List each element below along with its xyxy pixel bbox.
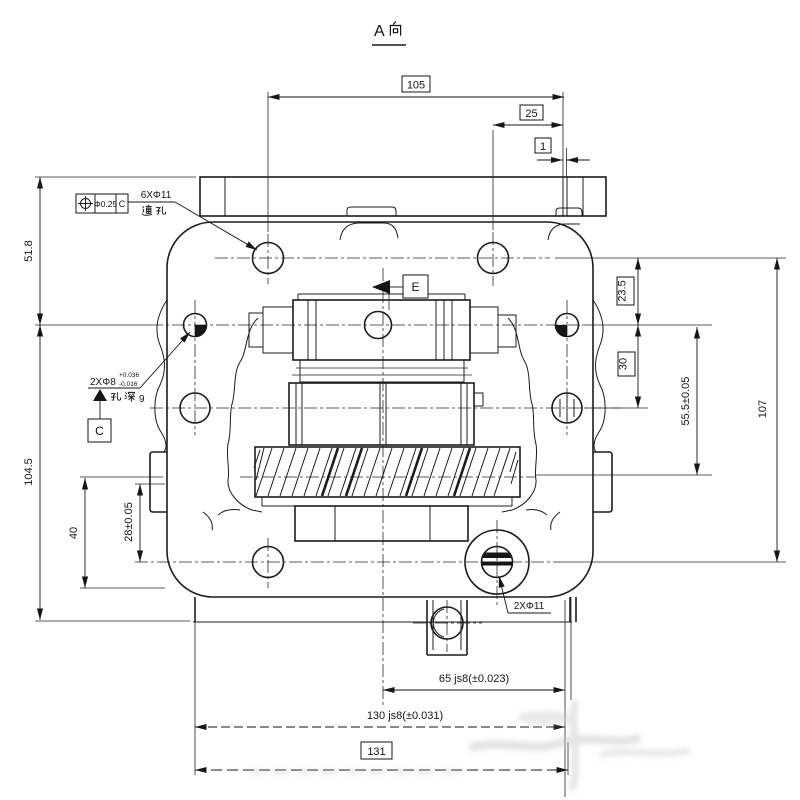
holes-6-label: 6XΦ11 (141, 190, 172, 201)
position-tolerance-value: Φ0.25 (94, 199, 118, 209)
view-title: A (372, 21, 406, 46)
datum-c-label: C (95, 424, 104, 438)
dim-65: 65 js8(±0.023) (439, 673, 509, 685)
cover-center-hole (363, 310, 393, 340)
large-hole-label: 2XΦ11 (514, 601, 545, 612)
basic-dim-box-23-5 (616, 276, 635, 306)
char-kong (155, 206, 167, 215)
dim-130: 130 js8(±0.031) (367, 710, 443, 722)
counterbore-bottom-right (464, 529, 530, 595)
housing-left-wall (226, 317, 263, 513)
position-tolerance-frame: Φ0.25 C 6XΦ11 (75, 190, 258, 251)
view-e-arrow-icon (372, 280, 390, 294)
annotations: Φ0.25 C 6XΦ11 2XΦ8 +0.036 -0.016 C 9 E (75, 190, 551, 614)
right-ear (593, 451, 613, 513)
watermark-smudge (250, 699, 691, 791)
dim-40: 40 (68, 527, 80, 539)
tab-hole (430, 606, 464, 640)
part-outline (149, 176, 613, 656)
view-e-indicator: E (372, 274, 429, 310)
dim-104-5: 104.5 (23, 458, 35, 486)
dim-23-5: 23.5 (617, 280, 629, 301)
datum-triangle (93, 389, 107, 401)
flange-plate (166, 221, 594, 598)
flange-right-contour (592, 299, 606, 453)
dimensions: 105 25 1 23.5 30 131 51.8 104.5 40 28±0.… (23, 75, 786, 797)
position-tolerance-icon (78, 196, 93, 211)
centerlines (135, 232, 620, 705)
datum-c-box (87, 418, 112, 443)
dowel-hole-note: 2XΦ8 +0.036 -0.016 C 9 (87, 331, 191, 443)
dim-107: 107 (757, 400, 769, 418)
basic-dim-box-25 (519, 104, 544, 121)
dim-25: 25 (525, 108, 537, 120)
top-plate-strip (199, 176, 607, 217)
basic-dim-box-105 (401, 75, 431, 93)
dim-28: 28±0.05 (123, 502, 135, 542)
view-e-label: E (411, 280, 419, 294)
lower-hub (294, 505, 469, 542)
dim-131: 131 (367, 746, 385, 758)
char-kong (110, 392, 122, 401)
bottom-tab (426, 600, 468, 656)
char-shen (124, 391, 136, 402)
gearbox-mechanism (202, 293, 561, 542)
dim-1: 1 (540, 141, 546, 153)
large-hole-note: 2XΦ11 (498, 575, 551, 614)
hole-bottom-left (251, 545, 285, 579)
char-tong (141, 204, 153, 216)
housing-right-wall (501, 317, 538, 513)
basic-dim-box-30 (617, 351, 636, 377)
dim-55-5: 55.5±0.05 (680, 377, 692, 426)
basic-dim-box-1 (534, 137, 552, 154)
bolt-holes (179, 241, 583, 595)
dowel-tol-lower: -0.016 (119, 381, 138, 388)
dowel-label: 2XΦ8 (90, 377, 116, 388)
view-title-latin: A (374, 23, 385, 40)
dowel-tol-upper: +0.036 (119, 372, 139, 379)
dim-30: 30 (618, 358, 630, 370)
flange-left-contour (154, 299, 168, 453)
position-tolerance-datum: C (119, 199, 126, 209)
basic-dim-box-131 (360, 741, 393, 760)
char-xiang (389, 21, 402, 36)
hole-top-right (476, 241, 510, 275)
helical-gear (253, 446, 521, 507)
hole-mid-right (551, 392, 583, 424)
depth-digit: 9 (139, 394, 145, 405)
left-ear (149, 451, 167, 513)
top-cover (292, 299, 471, 361)
hole-mid-left (179, 392, 211, 424)
bearing-cylinder (288, 382, 475, 446)
dim-105: 105 (407, 80, 425, 92)
hole-top-left (251, 241, 285, 275)
dim-51-8: 51.8 (23, 240, 35, 261)
